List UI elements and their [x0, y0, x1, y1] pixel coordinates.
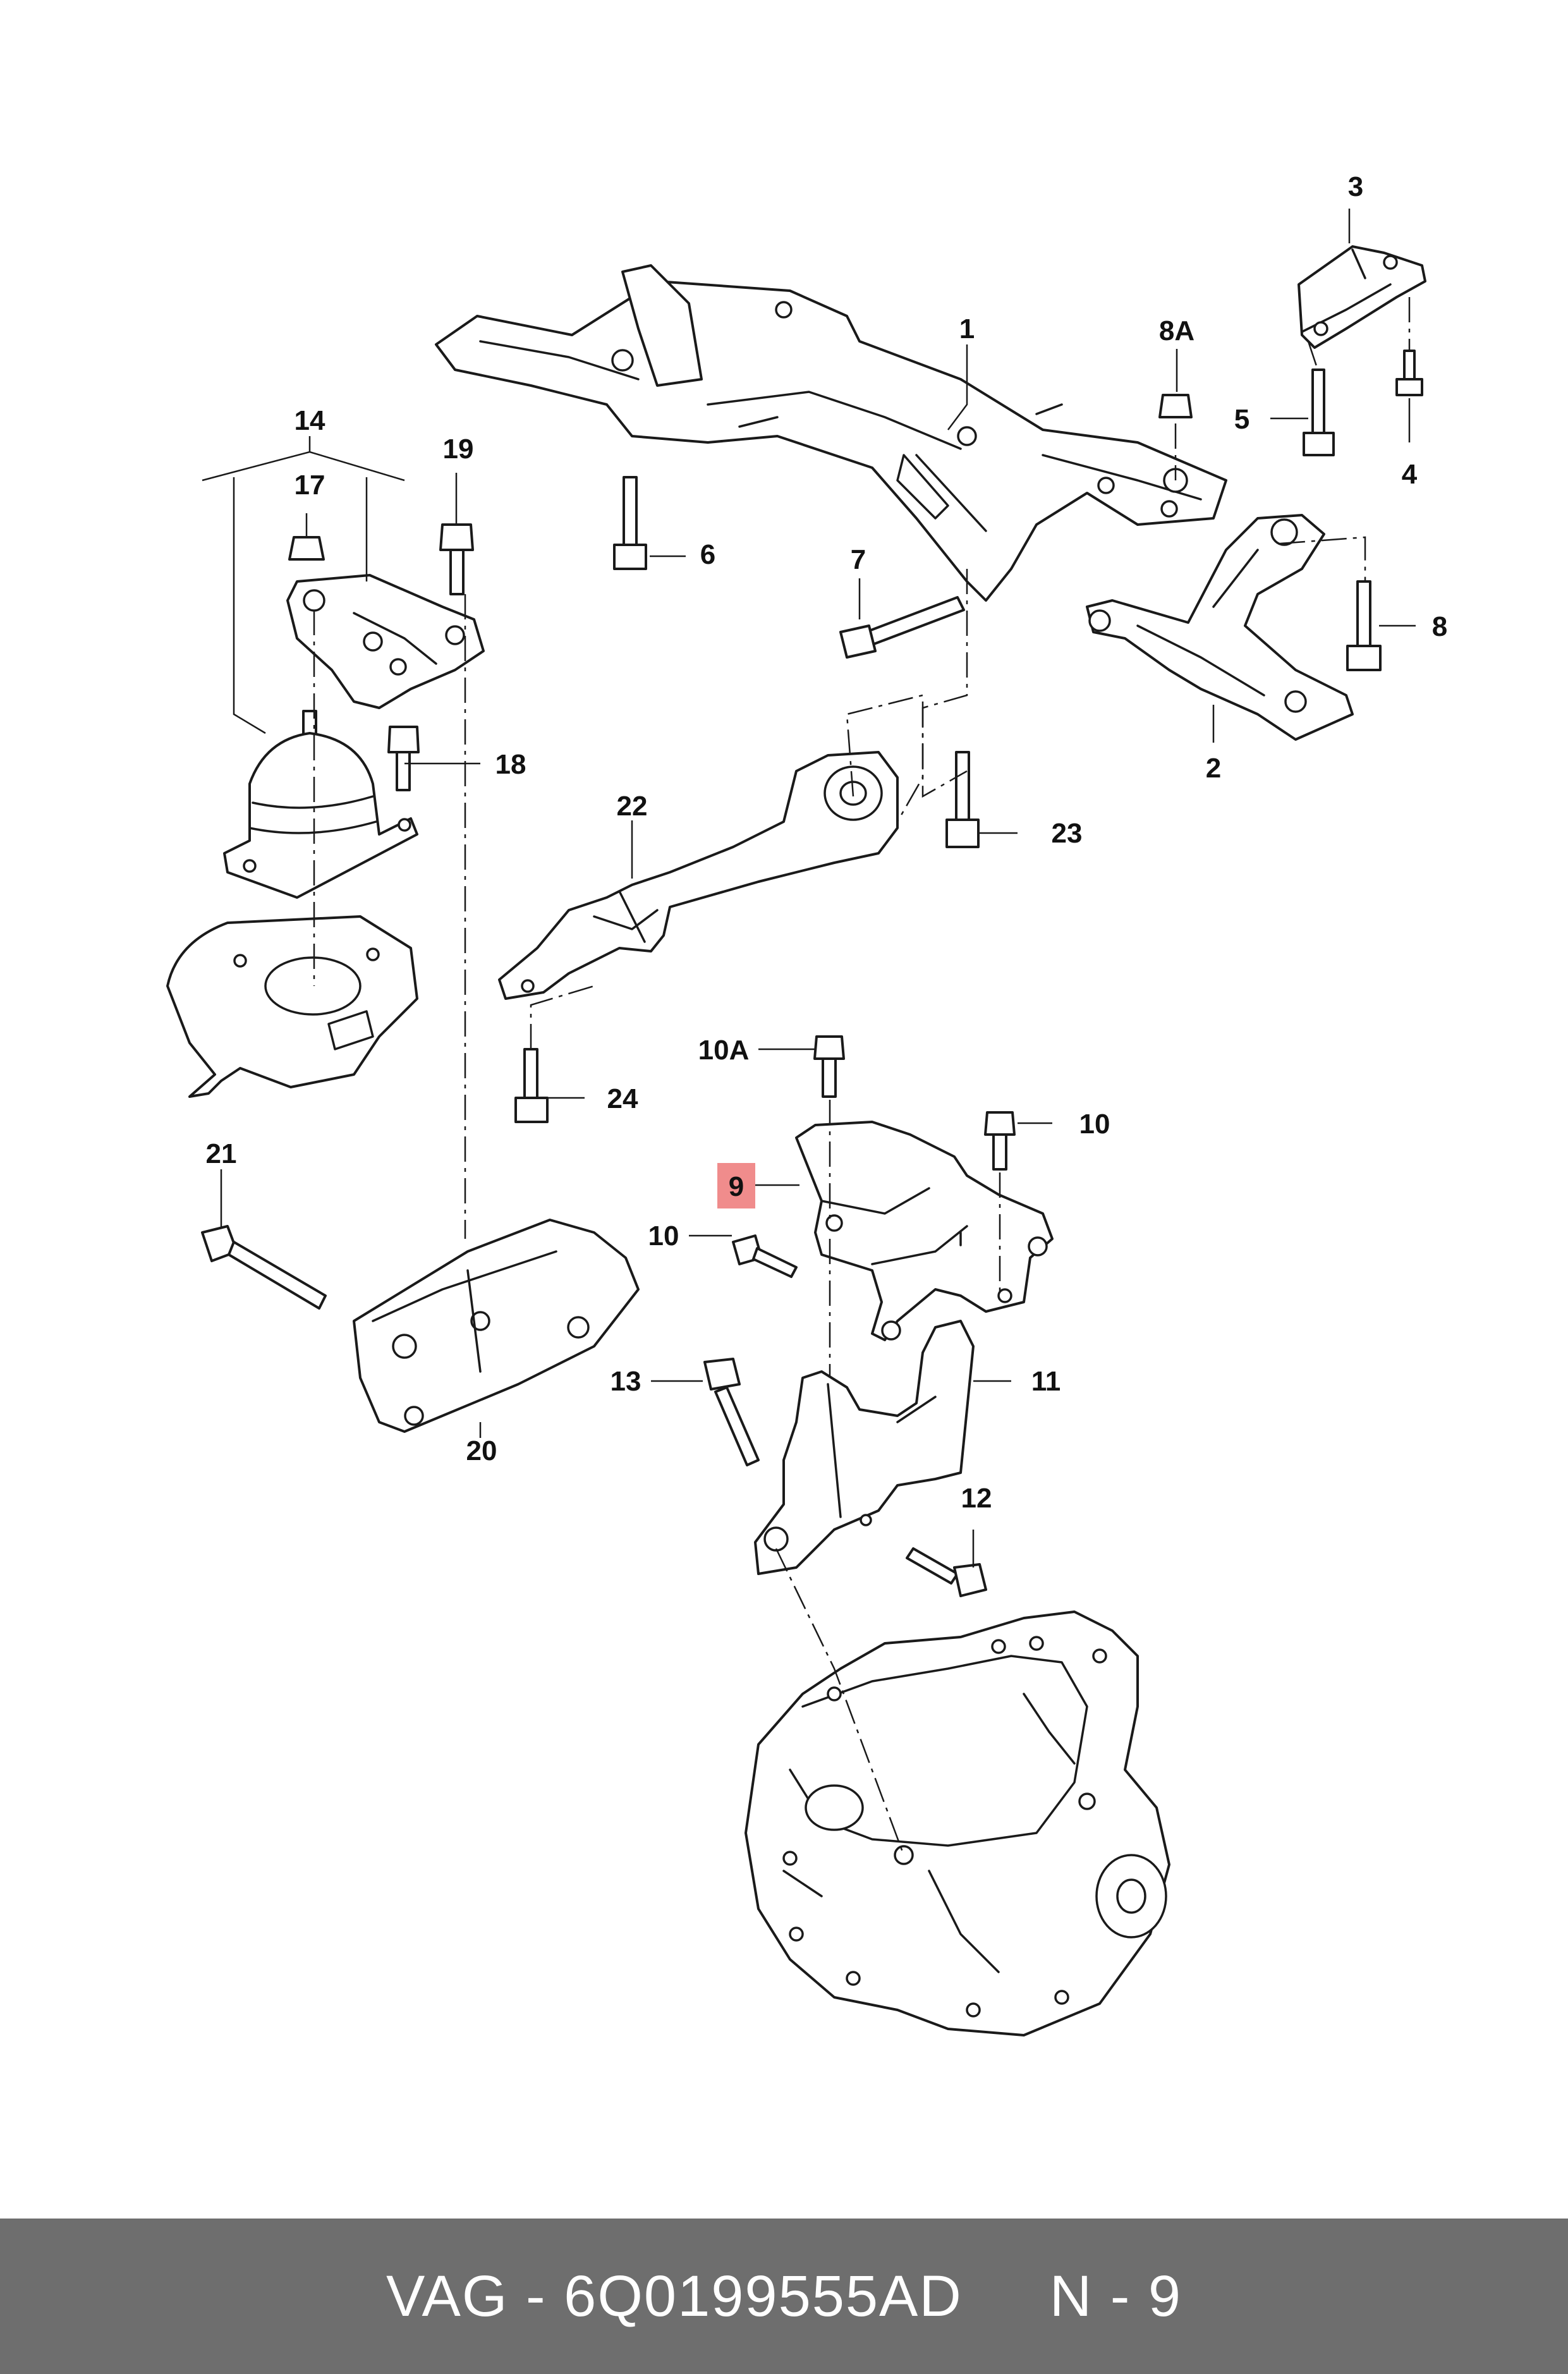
- callout-20: 20: [466, 1435, 497, 1466]
- engine-mount-bracket: [286, 574, 485, 709]
- callout-10-right: 10: [1079, 1109, 1110, 1140]
- footer-brand: VAG: [386, 2263, 509, 2328]
- callout-10a: 10A: [698, 1035, 750, 1066]
- body-mount-base: [166, 915, 418, 1098]
- exploded-parts-diagram: 1 2 3 4 5 6 7 8 8A 9 10A 10 10 11 12 13 …: [166, 171, 1448, 2036]
- callout-14: 14: [295, 405, 325, 436]
- bolt-part-13: [703, 1358, 760, 1466]
- bolt-part-6: [613, 476, 647, 570]
- bolt-part-12: [906, 1547, 987, 1597]
- bolt-part-5: [1303, 368, 1335, 456]
- bolt-part-10-right: [984, 1111, 1016, 1171]
- pendulum-support-part-22: [498, 751, 899, 1000]
- bolt-part-24: [514, 1048, 549, 1123]
- bracket-part-3: [1298, 245, 1426, 349]
- subframe-part-1: [435, 264, 1227, 602]
- bolt-part-10-left: [732, 1234, 798, 1278]
- leader-lines: [202, 209, 1416, 1567]
- bolt-part-8: [1346, 580, 1382, 671]
- footer-separator: -: [508, 2263, 564, 2328]
- alignment-lines: [313, 297, 1411, 1856]
- callout-13: 13: [611, 1366, 641, 1397]
- callout-24: 24: [607, 1083, 638, 1114]
- footer-part-number: 6Q0199555AD: [564, 2263, 963, 2328]
- callout-9-highlight: [717, 1163, 755, 1208]
- callout-9: 9: [729, 1171, 744, 1202]
- callout-23: 23: [1052, 818, 1083, 849]
- callout-5: 5: [1234, 404, 1249, 435]
- callout-6: 6: [700, 539, 715, 570]
- callout-21: 21: [206, 1138, 237, 1169]
- callout-19: 19: [443, 434, 474, 465]
- bolt-part-19: [439, 523, 474, 595]
- callout-7: 7: [851, 544, 866, 575]
- callout-10-left: 10: [648, 1220, 679, 1251]
- callout-1: 1: [959, 313, 975, 344]
- control-arm-part-2: [1086, 514, 1354, 741]
- bolt-part-4: [1395, 350, 1423, 396]
- bolt-part-18: [387, 726, 420, 791]
- callout-3: 3: [1348, 171, 1363, 202]
- callout-22: 22: [617, 791, 648, 822]
- callout-2: 2: [1206, 753, 1221, 784]
- callout-18: 18: [495, 749, 526, 780]
- bracket-part-20: [353, 1219, 640, 1433]
- nut-part-17: [288, 536, 325, 561]
- callout-8a: 8A: [1159, 315, 1194, 346]
- part-number-footer: VAG - 6Q0199555AD N - 9: [0, 2219, 1568, 2374]
- bolt-part-10a: [813, 1035, 845, 1098]
- transmission-mount-part-9: [795, 1121, 1054, 1341]
- hydraulic-mount-part-14: [223, 710, 418, 899]
- footer-gap: [963, 2263, 1050, 2330]
- callout-17: 17: [295, 470, 325, 501]
- bolt-part-21: [201, 1225, 327, 1310]
- gearbox-housing: [744, 1610, 1170, 2036]
- bolt-part-23: [945, 751, 980, 848]
- nut-part-8a: [1158, 394, 1193, 418]
- footer-position-label: N - 9: [1049, 2263, 1182, 2328]
- callout-12: 12: [961, 1483, 992, 1514]
- callout-labels: 1 2 3 4 5 6 7 8 8A 9 10A 10 10 11 12 13 …: [206, 171, 1448, 1514]
- callout-8: 8: [1432, 611, 1447, 642]
- bolt-part-7: [839, 596, 965, 659]
- gearbox-bracket-part-11: [754, 1320, 975, 1575]
- callout-11: 11: [1031, 1366, 1061, 1397]
- callout-4: 4: [1402, 459, 1418, 490]
